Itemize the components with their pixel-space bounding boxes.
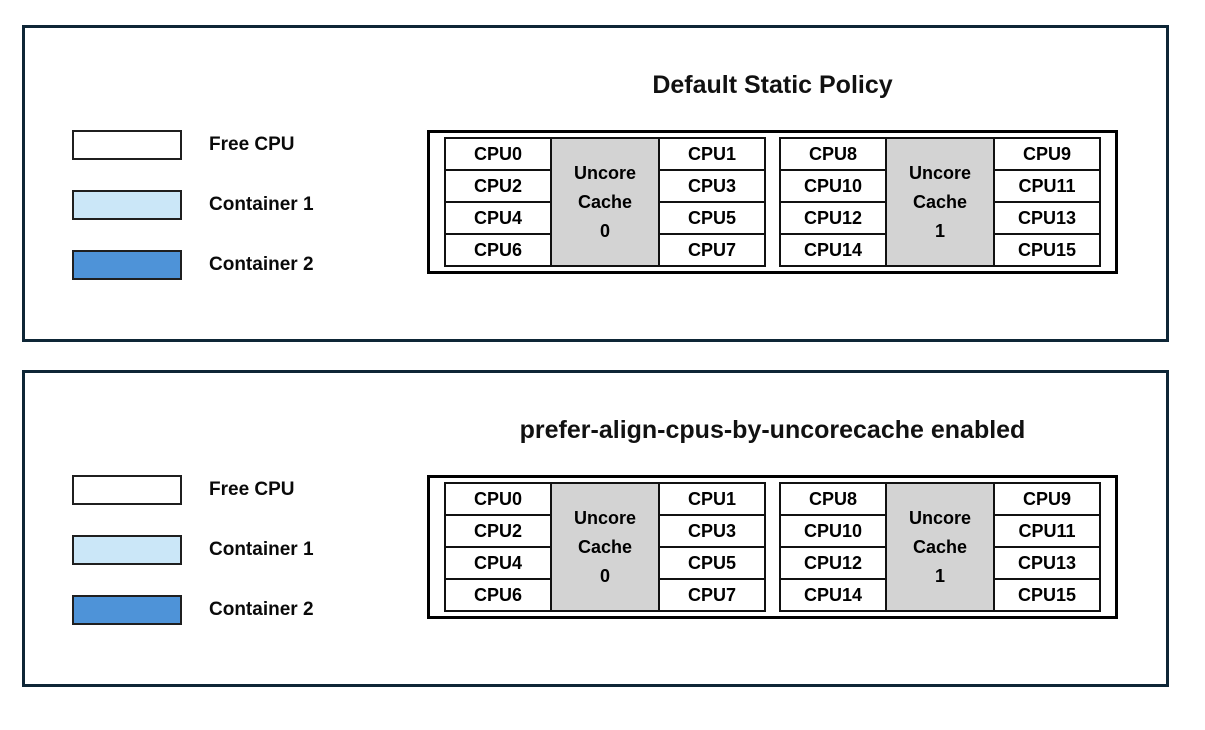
cache-label-line: Uncore xyxy=(573,162,636,183)
cpu-cell: CPU11 xyxy=(993,514,1101,548)
legend-swatch-free-cpu xyxy=(72,130,182,160)
legend: Free CPU Container 1 Container 2 xyxy=(72,475,314,655)
legend-label-container-2: Container 2 xyxy=(209,599,314,620)
legend-label-container-2: Container 2 xyxy=(209,254,314,275)
legend-item-container-2: Container 2 xyxy=(72,250,314,280)
cache-label-line: Cache xyxy=(577,191,633,212)
panel-title: Default Static Policy xyxy=(652,71,893,99)
legend-swatch-container-2 xyxy=(72,250,182,280)
cpu-cell: CPU1 xyxy=(658,482,766,516)
legend-item-container-1: Container 1 xyxy=(72,535,314,565)
cpu-cell: CPU4 xyxy=(444,201,552,235)
legend-swatch-free-cpu xyxy=(72,475,182,505)
cache-label-line: Cache xyxy=(577,536,633,557)
uncore-cache-block: Uncore Cache 0 xyxy=(550,482,660,612)
cache-label-line: 0 xyxy=(599,220,610,241)
cpu-cell: CPU7 xyxy=(658,233,766,267)
cpu-cell: CPU3 xyxy=(658,514,766,548)
uncore-cache-block: Uncore Cache 1 xyxy=(885,482,995,612)
cpu-cell: CPU7 xyxy=(658,578,766,612)
cpu-cell: CPU2 xyxy=(444,514,552,548)
panel-title: prefer-align-cpus-by-uncorecache enabled xyxy=(519,416,1026,444)
cache-label-line: 1 xyxy=(934,220,945,241)
legend-label-container-1: Container 1 xyxy=(209,539,314,560)
cpu-topology-diagram: CPU0 Uncore Cache 0 CPU1 CPU2 CPU3 CPU4 xyxy=(427,475,1118,619)
cpu-cell: CPU0 xyxy=(444,482,552,516)
cpu-cell: CPU8 xyxy=(779,137,887,171)
cpu-cell: CPU10 xyxy=(779,169,887,203)
uncore-cache-group-0: CPU0 Uncore Cache 0 CPU1 CPU2 CPU3 CPU4 xyxy=(444,482,766,612)
cache-label-line: Uncore xyxy=(908,162,971,183)
cpu-cell: CPU10 xyxy=(779,514,887,548)
legend-label-free-cpu: Free CPU xyxy=(209,479,295,500)
cpu-cell: CPU14 xyxy=(779,578,887,612)
cpu-cell: CPU4 xyxy=(444,546,552,580)
legend-swatch-container-2 xyxy=(72,595,182,625)
panel-prefer-align-uncorecache: Free CPU Container 1 Container 2 prefer-… xyxy=(22,370,1169,687)
cpu-cell: CPU8 xyxy=(779,482,887,516)
cpu-cell: CPU11 xyxy=(993,169,1101,203)
cache-label-line: 1 xyxy=(934,565,945,586)
uncore-cache-group-1: CPU8 Uncore Cache 1 CPU9 CPU10 CPU11 CPU xyxy=(779,137,1101,267)
legend-item-container-1: Container 1 xyxy=(72,190,314,220)
uncore-cache-group-1: CPU8 Uncore Cache 1 CPU9 CPU10 CPU11 CPU xyxy=(779,482,1101,612)
cpu-cell: CPU6 xyxy=(444,233,552,267)
cpu-cell: CPU13 xyxy=(993,201,1101,235)
legend-item-container-2: Container 2 xyxy=(72,595,314,625)
cpu-cell: CPU12 xyxy=(779,546,887,580)
cpu-cell: CPU15 xyxy=(993,233,1101,267)
cache-label-line: 0 xyxy=(599,565,610,586)
legend-swatch-container-1 xyxy=(72,190,182,220)
cache-label-line: Uncore xyxy=(908,507,971,528)
cpu-cell: CPU15 xyxy=(993,578,1101,612)
cpu-cell: CPU12 xyxy=(779,201,887,235)
cache-label-line: Cache xyxy=(912,191,968,212)
cpu-cell: CPU9 xyxy=(993,482,1101,516)
panel-content: prefer-align-cpus-by-uncorecache enabled… xyxy=(427,413,1118,619)
legend-item-free-cpu: Free CPU xyxy=(72,130,314,160)
uncore-cache-block: Uncore Cache 1 xyxy=(885,137,995,267)
cpu-cell: CPU5 xyxy=(658,201,766,235)
cache-label-line: Cache xyxy=(912,536,968,557)
cpu-cell: CPU9 xyxy=(993,137,1101,171)
legend-label-free-cpu: Free CPU xyxy=(209,134,295,155)
panel-content: Default Static Policy CPU0 Uncore Cache … xyxy=(427,68,1118,274)
cpu-cell: CPU0 xyxy=(444,137,552,171)
cpu-cell: CPU14 xyxy=(779,233,887,267)
legend-item-free-cpu: Free CPU xyxy=(72,475,314,505)
panel-default-static-policy: Free CPU Container 1 Container 2 Default… xyxy=(22,25,1169,342)
cache-label-line: Uncore xyxy=(573,507,636,528)
legend-swatch-container-1 xyxy=(72,535,182,565)
legend-label-container-1: Container 1 xyxy=(209,194,314,215)
uncore-cache-group-0: CPU0 Uncore Cache 0 CPU1 CPU2 CPU3 CPU4 xyxy=(444,137,766,267)
cpu-cell: CPU1 xyxy=(658,137,766,171)
cpu-cell: CPU6 xyxy=(444,578,552,612)
cpu-cell: CPU3 xyxy=(658,169,766,203)
cpu-cell: CPU13 xyxy=(993,546,1101,580)
uncore-cache-block: Uncore Cache 0 xyxy=(550,137,660,267)
cpu-topology-diagram: CPU0 Uncore Cache 0 CPU1 CPU2 CPU3 CPU4 xyxy=(427,130,1118,274)
cpu-cell: CPU2 xyxy=(444,169,552,203)
legend: Free CPU Container 1 Container 2 xyxy=(72,130,314,310)
cpu-cell: CPU5 xyxy=(658,546,766,580)
